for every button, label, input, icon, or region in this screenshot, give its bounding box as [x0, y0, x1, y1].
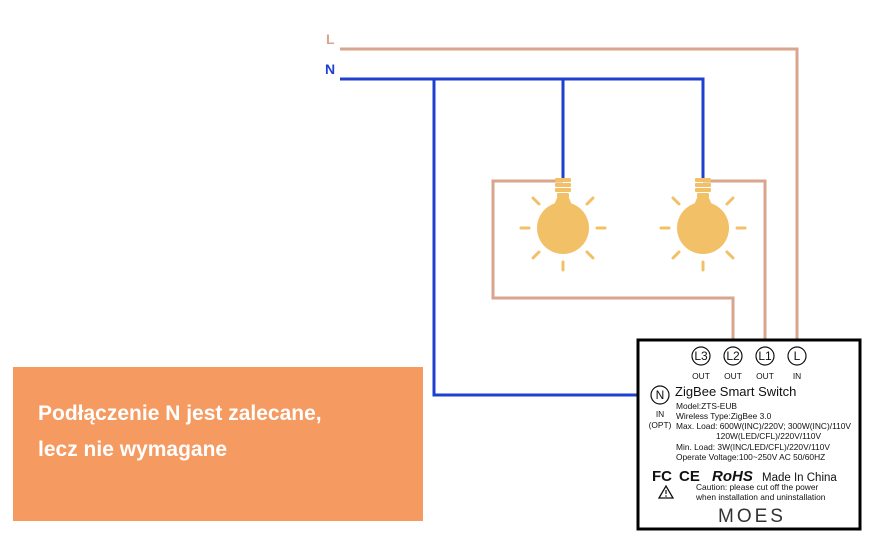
terminal-n-in: N IN (OPT) — [649, 385, 672, 430]
device-wireless: Wireless Type:ZigBee 3.0 — [676, 411, 772, 421]
terminal-l2: L2 OUT — [723, 346, 743, 381]
svg-text:OUT: OUT — [692, 371, 710, 381]
device-max-load-2: 120W(LED/CFL)/220V/110V — [716, 431, 821, 441]
svg-text:IN: IN — [793, 371, 801, 381]
warning-icon — [657, 484, 675, 499]
callout-line-2: lecz nie wymagane — [38, 438, 228, 461]
device-min-load: Min. Load: 3W(INC/LED/CFL)/220V/110V — [676, 442, 830, 452]
fc-mark: FC — [652, 468, 672, 485]
device-model: Model:ZTS-EUB — [676, 401, 737, 411]
output-wire-l1 — [703, 179, 767, 345]
svg-text:N: N — [656, 388, 665, 402]
svg-text:L: L — [794, 349, 801, 363]
device-max-load: Max. Load: 600W(INC)/220V; 300W(INC)/110… — [676, 421, 851, 431]
device-voltage: Operate Voltage:100~250V AC 50/60HZ — [676, 452, 825, 462]
output-wire-l2 — [491, 179, 735, 345]
ce-mark: CE — [679, 468, 700, 485]
callout-line-1: Podłączenie N jest zalecane, — [38, 402, 322, 425]
callout-bubble — [13, 367, 423, 521]
callout-text: Podłączenie N jest zalecane, lecz nie wy… — [38, 396, 418, 468]
svg-text:L3: L3 — [694, 349, 708, 363]
terminal-l3: L3 OUT — [691, 346, 711, 381]
svg-text:OUT: OUT — [756, 371, 774, 381]
brand-logo: MOES — [718, 506, 786, 527]
caution-line-1: Caution: please cut off the power — [696, 482, 819, 492]
bulb-left — [519, 178, 607, 272]
svg-text:L1: L1 — [758, 349, 772, 363]
neutral-wire-label: N — [325, 61, 335, 77]
terminal-l1: L1 OUT — [755, 346, 775, 381]
svg-text:IN: IN — [656, 409, 664, 419]
live-wire — [340, 47, 799, 345]
neutral-wire-to-switch — [432, 79, 651, 397]
svg-text:OUT: OUT — [724, 371, 742, 381]
live-wire-label: L — [326, 31, 335, 47]
bulb-right — [659, 178, 747, 272]
rohs-mark: RoHS — [712, 468, 753, 485]
made-in: Made In China — [762, 472, 837, 484]
terminal-l-in: L IN — [787, 346, 807, 381]
svg-text:L2: L2 — [726, 349, 740, 363]
smart-switch-device: L3 OUT L2 OUT L1 OUT L IN N IN (OPT) Zig… — [636, 338, 862, 531]
caution-line-2: when installation and uninstallation — [695, 492, 826, 502]
device-title: ZigBee Smart Switch — [675, 384, 796, 399]
neutral-wire — [340, 77, 705, 178]
svg-text:(OPT): (OPT) — [649, 420, 672, 430]
